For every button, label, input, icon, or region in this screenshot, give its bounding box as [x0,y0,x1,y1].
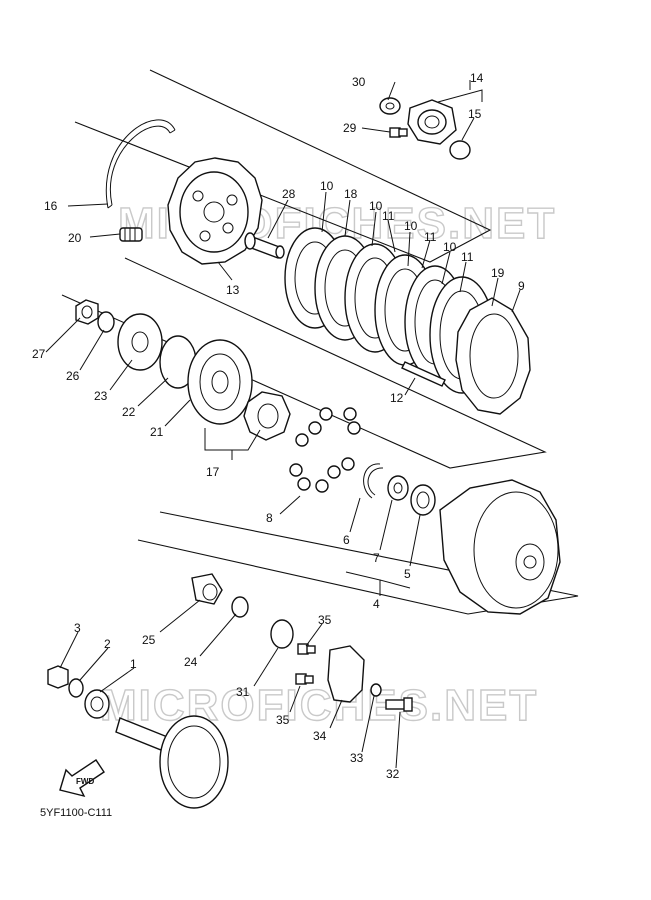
callout-26: 26 [66,369,80,383]
part-33-washer [370,683,382,697]
part-15-o-ring [449,140,471,160]
part-35-screw-upper [297,643,316,655]
frame-middle [61,257,547,469]
part-12-bolt [401,361,446,387]
part-5-spacer [410,484,436,516]
part-31-cap [270,619,294,649]
part-4-clutch-housing [439,479,561,615]
callout-35a: 35 [318,613,332,627]
watermark-bottom: MICROFICHES.NET [100,681,538,730]
callout-6: 6 [343,533,350,547]
callout-24: 24 [184,655,198,669]
callout-11c: 11 [461,250,474,264]
part-26-washer [97,311,115,333]
callout-31: 31 [236,685,250,699]
callout-10c: 10 [404,219,418,233]
part-24-washer [231,596,249,618]
callout-16: 16 [44,199,58,213]
callouts: 30 14 15 29 16 20 28 10 18 10 11 10 11 1… [32,71,525,781]
callout-4: 4 [373,597,380,611]
callout-12: 12 [390,391,404,405]
callout-14: 14 [470,71,484,85]
callout-28: 28 [282,187,296,201]
callout-2: 2 [104,637,111,651]
primary-shaft [115,715,229,809]
part-20-spring [119,227,143,242]
callout-19: 19 [491,266,505,280]
part-3-nut [47,665,69,689]
callout-23: 23 [94,389,108,403]
callout-21: 21 [150,425,164,439]
callout-10b: 10 [369,199,383,213]
callout-9: 9 [518,279,525,293]
part-6-circlip [363,463,384,499]
callout-18: 18 [344,187,358,201]
callout-1: 1 [130,657,137,671]
callout-7: 7 [373,551,380,565]
part-17-hub [243,391,291,441]
part-29-screw [389,127,408,138]
callout-11b: 11 [424,230,437,244]
part-8-balls [289,407,361,493]
part-28-push-rod [244,232,285,259]
callout-17: 17 [206,465,220,479]
part-32-bolt [385,697,413,712]
callout-34: 34 [313,729,327,743]
part-30-bearing [379,97,401,115]
part-34-lever [327,645,365,703]
callout-27: 27 [32,347,46,361]
callout-10a: 10 [320,179,334,193]
callout-20: 20 [68,231,82,245]
leader-lines [45,80,521,769]
callout-3: 3 [74,621,81,635]
callout-35b: 35 [276,713,290,727]
callout-10d: 10 [443,240,457,254]
part-35-screw-lower [295,673,314,685]
callout-22: 22 [122,405,136,419]
part-9-plate [455,297,531,415]
part-14-cover [407,99,457,145]
part-1-bearing [84,689,110,719]
callout-13: 13 [226,283,240,297]
callout-33: 33 [350,751,364,765]
part-13-pressure-plate [167,157,263,265]
callout-29: 29 [343,121,357,135]
callout-15: 15 [468,107,482,121]
part-16-circlip [105,119,176,209]
fwd-arrow-icon: FWD [59,759,105,798]
callout-32: 32 [386,767,400,781]
part-25-gear [191,573,223,605]
callout-8: 8 [266,511,273,525]
part-7-washer [387,475,409,501]
part-23-spring-plate [117,313,163,371]
part-21-clutch-boss [187,339,253,425]
diagram-code: 5YF1100-C111 [40,807,112,819]
callout-25: 25 [142,633,156,647]
part-27-nut [75,299,99,325]
callout-30: 30 [352,75,366,89]
callout-11a: 11 [382,209,395,223]
part-2-washer [68,678,84,698]
callout-5: 5 [404,567,411,581]
fwd-label: FWD [76,777,94,786]
